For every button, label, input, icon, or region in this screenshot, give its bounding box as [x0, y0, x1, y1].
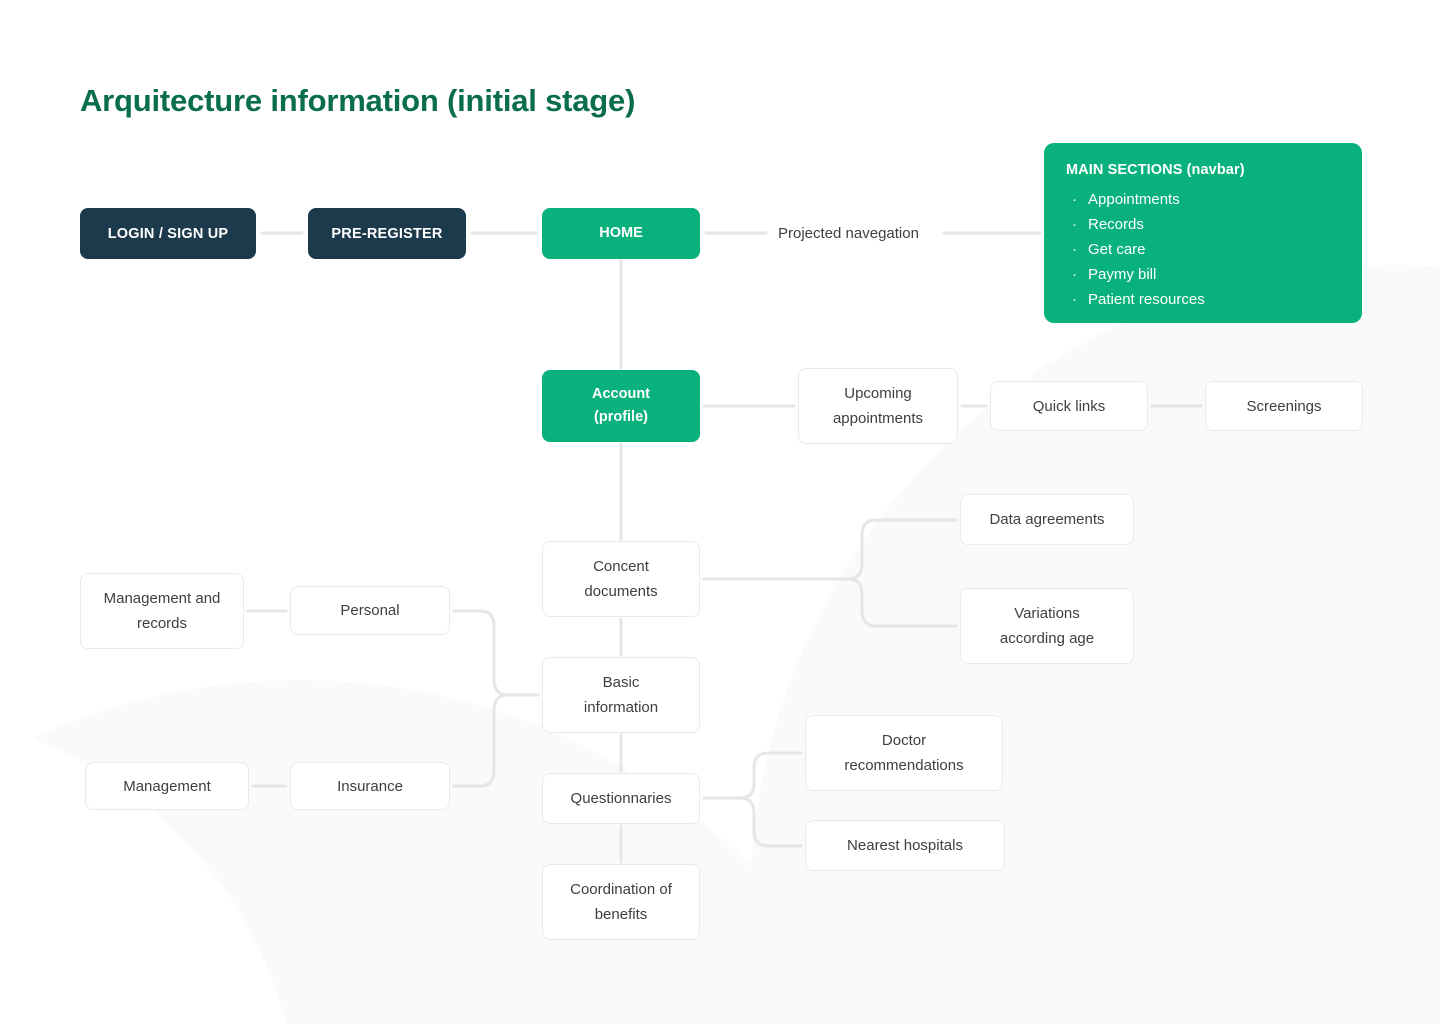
- node-pre-register-label: PRE-REGISTER: [331, 225, 443, 242]
- node-management[interactable]: Management: [85, 762, 249, 810]
- node-account-profile[interactable]: Account (profile): [542, 370, 700, 442]
- page-title: Arquitecture information (initial stage): [80, 83, 636, 118]
- node-data-agreements-label: Data agreements: [989, 511, 1105, 528]
- node-insurance[interactable]: Insurance: [290, 762, 450, 810]
- node-upcoming-line2: appointments: [832, 410, 924, 427]
- main-sections-navbar-panel: MAIN SECTIONS (navbar) · Appointments · …: [1044, 143, 1362, 323]
- node-coordination-label: Coordination of benefits: [570, 877, 672, 927]
- node-variations-according-age[interactable]: Variations according age: [960, 588, 1134, 664]
- node-coordination-line1: Coordination of: [570, 881, 672, 898]
- node-screenings[interactable]: Screenings: [1205, 381, 1363, 431]
- connector-quest-branch-down: [738, 796, 803, 848]
- node-concent-line1: Concent: [593, 558, 649, 575]
- node-nearest-hospitals-label: Nearest hospitals: [847, 837, 963, 854]
- main-sections-item-patient-resources[interactable]: · Patient resources: [1072, 287, 1340, 312]
- node-management-label: Management: [123, 777, 211, 795]
- node-doctor-line1: Doctor: [881, 732, 927, 749]
- node-basic-information-label: Basic information: [584, 670, 658, 720]
- projected-navigation-label: Projected navegation: [778, 225, 919, 242]
- main-sections-item-label: Records: [1088, 216, 1144, 233]
- node-management-and-records[interactable]: Management and records: [80, 573, 244, 649]
- main-sections-item-label: Get care: [1088, 241, 1146, 258]
- bullet-icon: ·: [1072, 216, 1077, 233]
- node-coordination-line2: benefits: [594, 906, 648, 923]
- node-questionnaries[interactable]: Questionnaries: [542, 773, 700, 824]
- node-nearest-hospitals[interactable]: Nearest hospitals: [805, 820, 1005, 871]
- node-personal[interactable]: Personal: [290, 586, 450, 635]
- node-basic-line2: information: [583, 699, 659, 716]
- node-management-and-records-label: Management and records: [104, 586, 221, 636]
- connector-concent-branch-down: [846, 577, 958, 628]
- node-coordination-of-benefits[interactable]: Coordination of benefits: [542, 864, 700, 940]
- connector-insurance-merge: [452, 693, 540, 788]
- node-account-line1: Account: [592, 386, 650, 402]
- node-basic-information[interactable]: Basic information: [542, 657, 700, 733]
- bullet-icon: ·: [1072, 191, 1077, 208]
- node-data-agreements[interactable]: Data agreements: [960, 494, 1134, 545]
- node-variations-label: Variations according age: [1000, 601, 1094, 651]
- main-sections-item-label: Patient resources: [1088, 291, 1205, 308]
- node-home-label: HOME: [599, 225, 643, 241]
- node-upcoming-line1: Upcoming: [844, 385, 912, 402]
- main-sections-item-paymy-bill[interactable]: · Paymy bill: [1072, 262, 1340, 287]
- node-questionnaries-label: Questionnaries: [570, 790, 672, 807]
- node-doctor-line2: recommendations: [844, 757, 964, 774]
- node-basic-line1: Basic: [602, 674, 640, 691]
- node-login-sign-up-label: LOGIN / SIGN UP: [107, 225, 229, 242]
- main-sections-item-appointments[interactable]: · Appointments: [1072, 187, 1340, 212]
- main-sections-item-label: Paymy bill: [1088, 266, 1157, 283]
- main-sections-list: · Appointments · Records · Get care · Pa…: [1066, 187, 1340, 312]
- main-sections-item-get-care[interactable]: · Get care: [1072, 237, 1340, 262]
- node-quick-links[interactable]: Quick links: [990, 381, 1148, 431]
- node-doctor-recommendations-label: Doctor recommendations: [844, 728, 963, 778]
- node-insurance-label: Insurance: [337, 777, 403, 795]
- node-variations-line2: according age: [999, 630, 1095, 647]
- node-doctor-recommendations[interactable]: Doctor recommendations: [805, 715, 1003, 791]
- node-upcoming-appointments-label: Upcoming appointments: [833, 381, 923, 431]
- node-pre-register[interactable]: PRE-REGISTER: [308, 208, 466, 259]
- main-sections-panel-title: MAIN SECTIONS (navbar): [1066, 162, 1245, 178]
- connector-quest-branch-up: [738, 751, 803, 800]
- node-screenings-label: Screenings: [1246, 397, 1322, 415]
- main-sections-item-label: Appointments: [1088, 191, 1180, 208]
- node-mgmtrec-line2: records: [136, 615, 188, 632]
- node-concent-documents[interactable]: Concent documents: [542, 541, 700, 617]
- main-sections-item-records[interactable]: · Records: [1072, 212, 1340, 237]
- node-mgmtrec-line1: Management and: [103, 590, 221, 607]
- node-account-line2: (profile): [594, 409, 648, 425]
- node-concent-documents-label: Concent documents: [584, 554, 657, 604]
- node-login-sign-up[interactable]: LOGIN / SIGN UP: [80, 208, 256, 259]
- connector-concent-branch-up: [846, 518, 958, 581]
- node-account-profile-label: Account (profile): [592, 383, 650, 429]
- bullet-icon: ·: [1072, 291, 1077, 308]
- connector-personal-merge: [452, 609, 540, 697]
- bullet-icon: ·: [1072, 266, 1077, 283]
- bullet-icon: ·: [1072, 241, 1077, 258]
- node-variations-line1: Variations: [1014, 605, 1080, 622]
- node-concent-line2: documents: [584, 583, 658, 600]
- node-personal-label: Personal: [340, 602, 400, 619]
- node-upcoming-appointments[interactable]: Upcoming appointments: [798, 368, 958, 444]
- node-quick-links-label: Quick links: [1032, 397, 1106, 415]
- node-home[interactable]: HOME: [542, 208, 700, 259]
